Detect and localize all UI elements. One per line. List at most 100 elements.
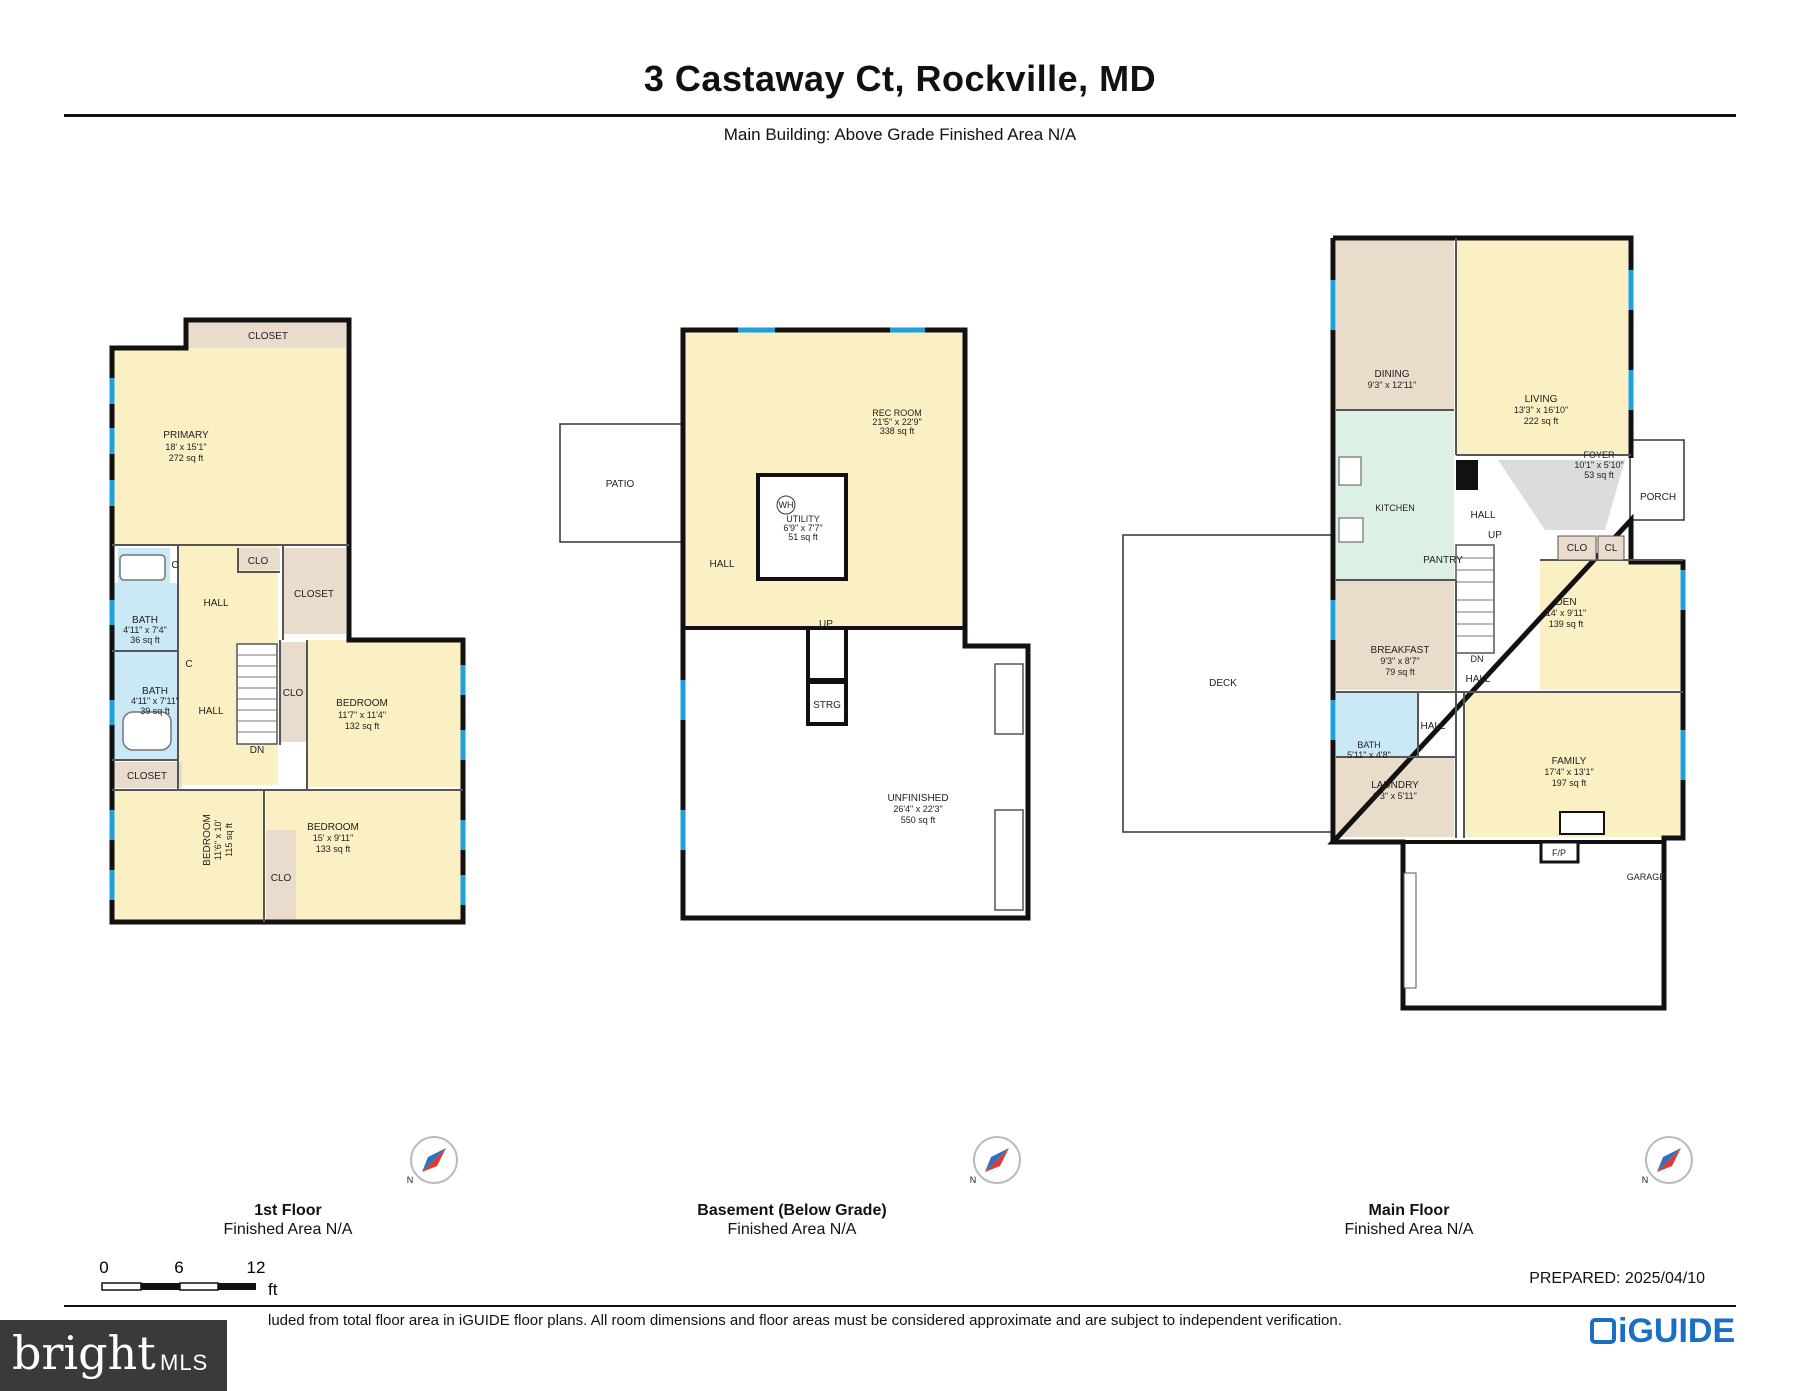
scale-bar: 0 6 12 ft [99, 1258, 277, 1299]
clo3-room [266, 830, 296, 920]
strg-label: STRG [813, 700, 841, 711]
scale-unit: ft [268, 1280, 278, 1299]
iguide-wordmark: iGUIDE [1618, 1312, 1736, 1350]
caption-basement: Basement (Below Grade) Finished Area N/A [642, 1201, 942, 1239]
bath1-area: 36 sq ft [130, 635, 160, 645]
bedroom3-dim: 15' x 9'11" [313, 833, 354, 843]
living-dim: 13'3" x 16'10" [1514, 405, 1568, 415]
clo-label: CLO [1567, 543, 1588, 554]
hall2-label: HALL [198, 706, 223, 717]
closet-top-label: CLOSET [248, 331, 288, 342]
laundry-label: LAUNDRY [1371, 780, 1419, 791]
laundry-dim: 9'3" x 5'11" [1373, 791, 1417, 801]
utility-label: UTILITY [786, 514, 820, 524]
breakfast-dim: 9'3" x 8'7" [1380, 656, 1419, 666]
caption-1st: 1st Floor Finished Area N/A [138, 1201, 438, 1239]
unfinished-area: 550 sq ft [901, 815, 936, 825]
fireplace-box [1559, 811, 1605, 835]
up-label: UP [819, 619, 833, 630]
garage-shelf [1403, 872, 1417, 989]
bathtub-icon [122, 711, 172, 751]
bedroom2-label: BEDROOM [202, 814, 213, 866]
stair-box [806, 626, 848, 682]
primary-area: 272 sq ft [169, 453, 204, 463]
rec-area: 338 sq ft [880, 426, 915, 436]
patio-label: PATIO [606, 479, 635, 490]
dn-label: DN [1471, 654, 1484, 664]
scale-6: 6 [174, 1258, 183, 1277]
deck-area [1122, 534, 1334, 833]
prepared-date: PREPARED: 2025/04/10 [1529, 1270, 1705, 1287]
bath-dim: 5'11" x 4'8" [1347, 750, 1391, 760]
caption-main: Main Floor Finished Area N/A [1259, 1201, 1559, 1239]
scale-0: 0 [99, 1258, 108, 1277]
clo1-room [238, 548, 280, 570]
page-subtitle: Main Building: Above Grade Finished Area… [723, 125, 1077, 144]
wh-label: WH [779, 500, 794, 510]
page-title: 3 Castaway Ct, Rockville, MD [643, 58, 1157, 99]
caption-main-name: Main Floor [1368, 1202, 1450, 1219]
breakfast-label: BREAKFAST [1371, 645, 1430, 656]
garage-label: GARAGE [1627, 872, 1666, 882]
bath1-label: BATH [132, 615, 158, 626]
disclaimer-text: luded from total floor area in iGUIDE fl… [268, 1312, 1342, 1329]
bath2-dim: 4'11" x 7'11" [131, 696, 179, 706]
bedroom2-room [112, 790, 264, 920]
iguide-icon [1590, 1318, 1616, 1344]
den-dim: 14' x 9'11" [1546, 608, 1587, 618]
unfinished-dim: 26'4" x 22'3" [893, 804, 942, 814]
dining-label: DINING [1375, 369, 1410, 380]
water-heater-icon [776, 495, 796, 515]
rec-label: REC ROOM [872, 408, 922, 418]
caption-main-area: Finished Area N/A [1344, 1221, 1474, 1238]
iguide-logo: iGUIDE [1590, 1312, 1735, 1351]
bath2-area: 39 sq ft [140, 706, 170, 716]
shower-icon [119, 554, 166, 581]
breakfast-area: 79 sq ft [1385, 667, 1415, 677]
sink-icon [1338, 517, 1364, 543]
up-label: UP [1488, 530, 1502, 541]
utility-area: 51 sq ft [788, 532, 818, 542]
bedroom1-dim: 11'7" x 11'4" [338, 710, 386, 720]
kitchen-room [1336, 410, 1454, 580]
primary-label: PRIMARY [163, 430, 209, 441]
scale-12: 12 [247, 1258, 266, 1277]
foyer-dim: 10'1" x 5'10" [1574, 460, 1623, 470]
cl-box [1597, 535, 1625, 561]
c2-label: C [185, 659, 192, 670]
bright-wordmark: bright [12, 1326, 156, 1380]
primary-dim: 18' x 15'1" [165, 442, 206, 452]
patio-area [559, 423, 685, 543]
stove-icon [1338, 456, 1362, 486]
fireplace-hearth [1539, 840, 1580, 864]
clo-box [1557, 535, 1597, 561]
closet-mid-label: CLOSET [294, 589, 334, 600]
bedroom1-room [307, 640, 461, 787]
den-label: DEN [1555, 597, 1576, 608]
caption-1st-area: Finished Area N/A [223, 1221, 353, 1238]
laundry-room [1336, 757, 1454, 837]
bedroom1-label: BEDROOM [336, 698, 388, 709]
family-area: 197 sq ft [1552, 778, 1587, 788]
bedroom3-label: BEDROOM [307, 822, 359, 833]
dining-dim: 9'3" x 12'11" [1368, 380, 1417, 390]
family-dim: 17'4" x 13'1" [1544, 767, 1593, 777]
rec-dim: 21'5" x 22'9" [872, 417, 921, 427]
bedroom1-area: 132 sq ft [345, 721, 380, 731]
foyer-floor [1498, 460, 1625, 530]
storage-box [806, 680, 848, 726]
hall-c-label: HALL [1420, 721, 1445, 732]
primary-room [112, 348, 346, 545]
bedroom2-area: 115 sq ft [224, 823, 234, 857]
cl-label: CL [1605, 543, 1618, 554]
bath2-label: BATH [142, 686, 168, 697]
dn-label: DN [250, 745, 264, 756]
closet-mid [283, 548, 346, 634]
shelf-2 [994, 809, 1024, 911]
basement-plan: PATIO REC ROOM 21'5" x 22'9" 338 sq ft W… [559, 327, 1031, 921]
mls-wordmark: MLS [160, 1350, 209, 1375]
utility-room [756, 473, 848, 581]
clo2-room [280, 642, 306, 742]
svg-text:N: N [1642, 1175, 1649, 1185]
